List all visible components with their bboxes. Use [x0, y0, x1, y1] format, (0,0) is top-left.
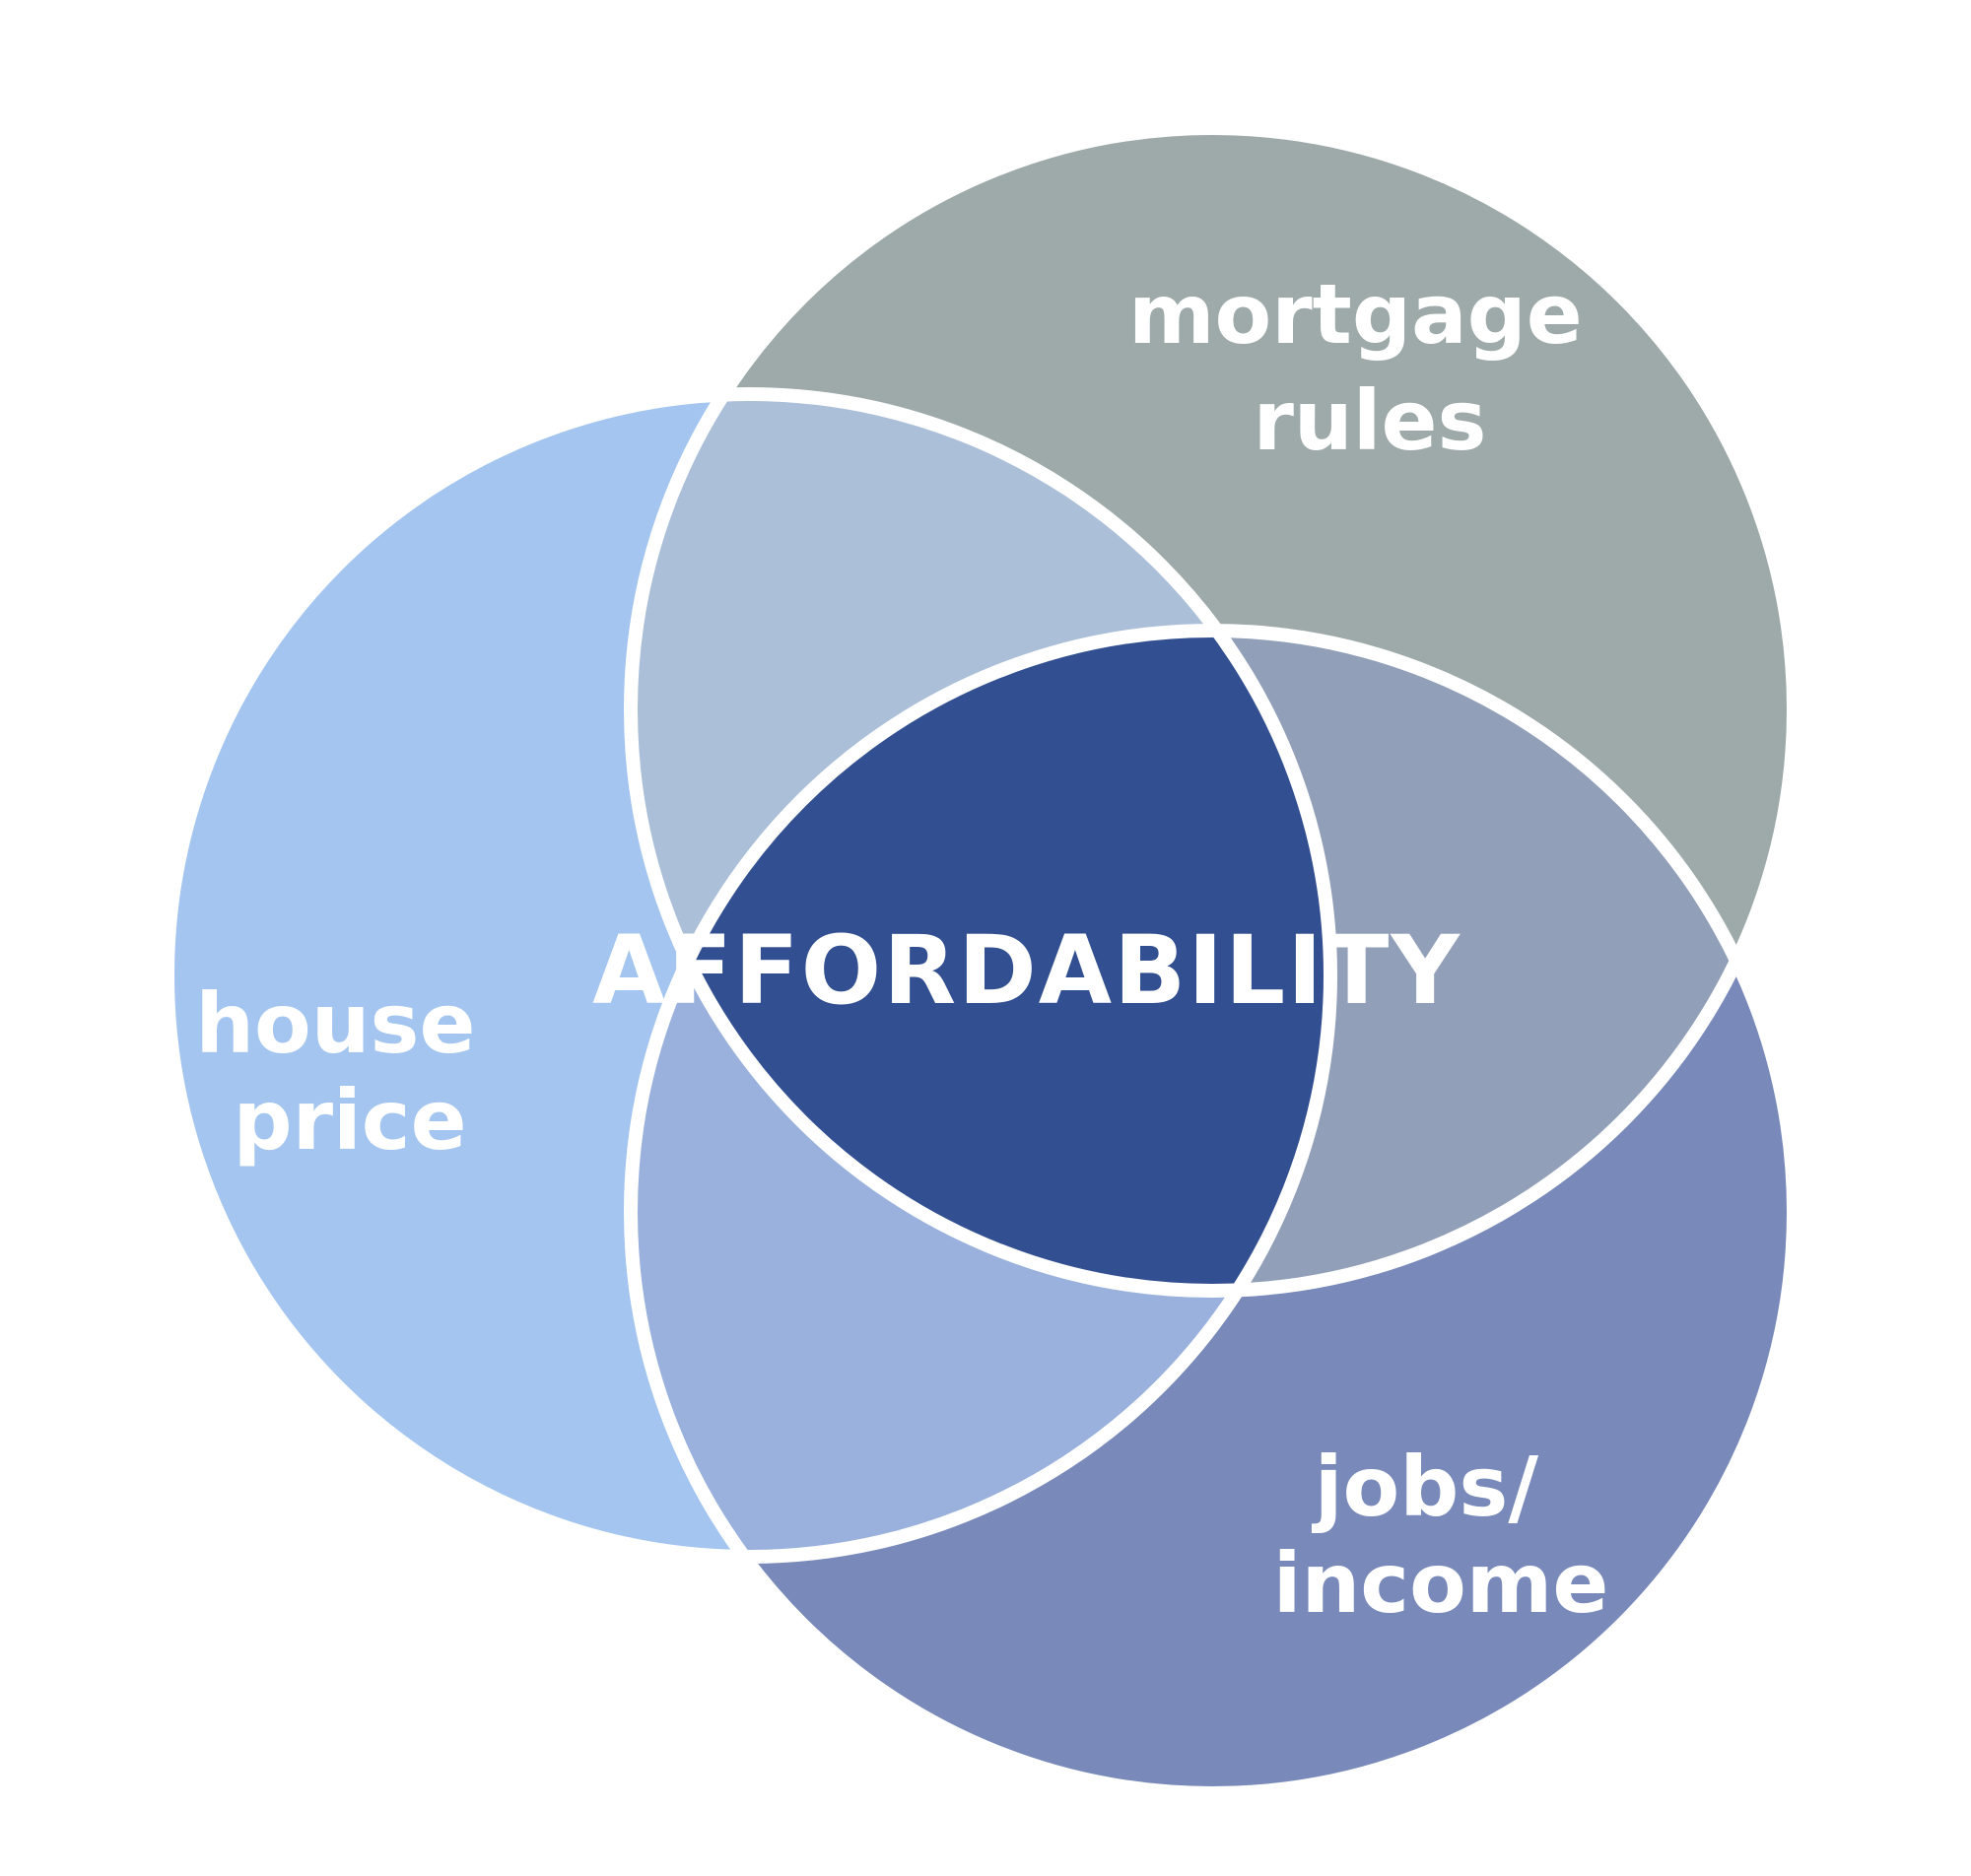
mortgage-rules-label-line-1: mortgage: [1128, 266, 1583, 363]
jobs-income-label: jobs/ income: [1273, 1439, 1609, 1632]
house-price-label: house price: [195, 975, 505, 1169]
house-price-label-line-1: house: [195, 975, 475, 1072]
mortgage-rules-label: mortgage rules: [1128, 266, 1611, 469]
affordability-label: AFFORDABILITY: [592, 915, 1461, 1026]
jobs-income-label-line-1: jobs/: [1312, 1439, 1539, 1535]
house-price-label-line-2: price: [233, 1072, 466, 1169]
center-overlap: [631, 631, 1330, 1291]
jobs-income-label-line-2: income: [1273, 1535, 1609, 1632]
mortgage-rules-label-line-2: rules: [1254, 372, 1487, 469]
circle-outlines: [161, 121, 1801, 1800]
